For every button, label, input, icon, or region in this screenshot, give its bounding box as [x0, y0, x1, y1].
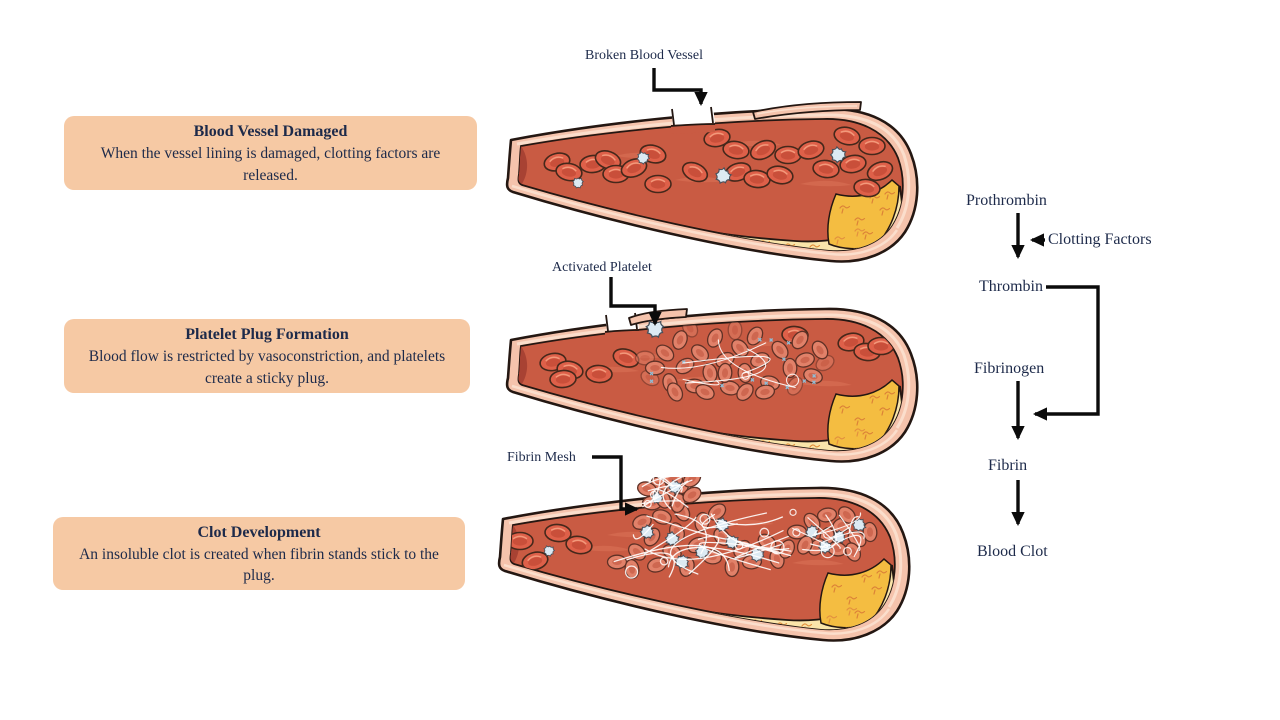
- stage-description: When the vessel lining is damaged, clott…: [100, 145, 441, 184]
- stage-card-blood-vessel-damaged: Blood Vessel Damaged When the vessel lin…: [64, 116, 477, 190]
- stage-card-platelet-plug-formation: Platelet Plug Formation Blood flow is re…: [64, 319, 470, 393]
- flow-node-fibrinogen: Fibrinogen: [974, 360, 1045, 377]
- arrow-thrombin-to-fibrinogen-arrow: [1032, 285, 1100, 421]
- stage-card-clot-development: Clot Development An insoluble clot is cr…: [53, 517, 465, 590]
- flow-node-blood-clot: Blood Clot: [977, 543, 1048, 560]
- flow-node-thrombin: Thrombin: [979, 278, 1043, 295]
- callout-broken-blood-vessel: Broken Blood Vessel: [585, 48, 703, 63]
- stage-title: Clot Development: [197, 523, 321, 541]
- flow-node-prothrombin: Prothrombin: [966, 192, 1047, 209]
- stage-description: An insoluble clot is created when fibrin…: [79, 545, 439, 585]
- flow-node-fibrin: Fibrin: [988, 457, 1028, 474]
- blood-vessel-stage-2-illustration: [505, 307, 919, 463]
- blood-vessel-stage-3-illustration: [497, 477, 911, 642]
- flow-label-clotting-factors: Clotting Factors: [1048, 231, 1152, 248]
- callout-activated-platelet: Activated Platelet: [552, 260, 652, 275]
- stage-title: Blood Vessel Damaged: [193, 123, 348, 140]
- stage-title: Platelet Plug Formation: [185, 326, 349, 343]
- blood-vessel-stage-1-illustration: [505, 101, 919, 263]
- callout-fibrin-mesh: Fibrin Mesh: [507, 450, 576, 465]
- stage-description: Blood flow is restricted by vasoconstric…: [88, 348, 446, 387]
